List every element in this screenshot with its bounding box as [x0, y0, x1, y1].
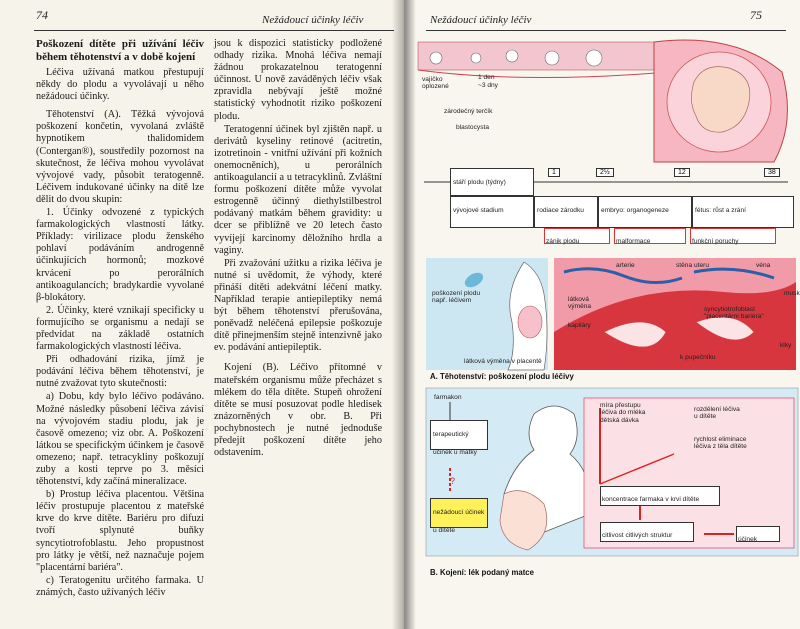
label-therapeutic: terapeutický účinek u matky — [433, 431, 477, 456]
label-elimination: rychlost eliminace léčiva z těla dítěte — [694, 436, 747, 451]
paragraph: Kojení (B). Léčivo přítomné v mateřském … — [214, 362, 382, 459]
paragraph: Při zvažování užitku a rizika léčiva je … — [214, 257, 382, 354]
artery-vessel — [563, 267, 683, 284]
label-syncytio: syncytiotrofoblast "placentární bariéra" — [704, 306, 764, 321]
figure-b-caption: B. Kojení: lék podaný matce — [430, 568, 534, 577]
running-head-left: Nežádoucí účinky léčiv — [262, 14, 364, 26]
oocyte-shape — [429, 51, 443, 65]
paragraph: Těhotenství (A). Těžká vývojová poškozen… — [36, 109, 204, 205]
label-sensitivity: citlivost citlivých struktur — [602, 532, 673, 539]
cell-shape — [505, 49, 519, 63]
label-dysfunction: funkční poruchy — [692, 238, 739, 245]
label-distribution: rozdělení léčiva u dítěte — [694, 406, 740, 421]
page-number-right: 75 — [750, 8, 762, 22]
cell-fetus: fétus: růst a zrání — [692, 196, 794, 228]
figure-a-caption: A. Těhotenství: poškození plodu léčivy — [430, 372, 574, 381]
paragraph: 1. Účinky odvozené z typických farmakolo… — [36, 207, 204, 303]
placenta-tissue — [554, 282, 796, 370]
outcome-dysfunction: funkční poruchy — [690, 228, 776, 245]
label-uterus-wall: stěna uteru — [676, 262, 709, 269]
paragraph: 2. Účinky, které vznikají specificky u f… — [36, 304, 204, 353]
header-rule-right — [426, 30, 786, 31]
text-column-1: Poškození dítěte při užívání léčiv během… — [36, 38, 204, 624]
running-head-right: Nežádoucí účinky léčiv — [430, 14, 532, 26]
question-mark: ? — [450, 476, 456, 486]
row-age: stáří plodu (týdny) — [450, 168, 534, 196]
label-blastocyst: blastocysta — [456, 124, 489, 131]
label-loss: zánik plodu — [546, 238, 580, 245]
label-adverse: nežádoucí účinek u dítěte — [433, 509, 485, 534]
section-heading: Poškození dítěte při užívání léčiv během… — [36, 38, 204, 63]
label-age: stáří plodu (týdny) — [453, 179, 506, 186]
week-marker: 12 — [674, 168, 690, 177]
box-effect: účinek — [736, 526, 780, 543]
label-embryo-early: rodiace zárodku — [537, 207, 584, 214]
label-artery: arterie — [616, 262, 635, 269]
paragraph: Teratogenní účinek byl zjištěn např. u d… — [214, 123, 382, 256]
label-oocyte: vajíčko oplozené — [422, 76, 449, 91]
label-concentration: koncentrace farmaka v krvi dítěte — [602, 496, 700, 503]
figure-a-illustration — [417, 39, 796, 371]
label-capillary: kapiláry — [568, 322, 591, 329]
left-page: 74 Nežádoucí účinky léčiv Poškození dítě… — [0, 0, 404, 629]
book-gutter — [392, 0, 416, 629]
paragraph: jsou k dispozici statisticky podložené o… — [214, 38, 382, 122]
week-marker: 2½ — [596, 168, 614, 177]
paragraph: a) Dobu, kdy bylo léčivo podáváno. Možné… — [36, 391, 204, 488]
label-embryo: embryo: organogeneze — [601, 207, 669, 214]
label-germ-disc: zárodečný terčík — [444, 108, 493, 115]
label-fetus: fétus: růst a zrání — [695, 207, 746, 214]
box-therapeutic: terapeutický účinek u matky — [430, 420, 488, 456]
text-column-2: jsou k dispozici statisticky podložené o… — [214, 38, 382, 624]
label-drug: farmakon — [434, 394, 462, 401]
paragraph: c) Teratogenitu určitého farmaka. U znám… — [36, 574, 204, 598]
capsule-icon — [464, 272, 484, 288]
label-cord: k pupečníku — [680, 354, 716, 361]
cell-embryo-early: rodiace zárodku — [534, 196, 598, 228]
blastocyst-shape — [585, 49, 603, 67]
row-stage: vývojové stadium — [450, 196, 534, 228]
arrow-elimination — [599, 453, 675, 485]
womb-figure — [517, 305, 543, 339]
cell-shape — [470, 52, 482, 64]
paragraph: b) Prostup léčiva placentou. Většina léč… — [36, 489, 204, 573]
label-malformation: malformace — [616, 238, 651, 245]
header-rule-left — [34, 30, 394, 31]
box-adverse: nežádoucí účinek u dítěte — [430, 498, 488, 534]
tube-wall — [417, 69, 669, 79]
vein-vessel — [693, 267, 775, 280]
week-marker: 38 — [764, 168, 780, 177]
box-concentration: koncentrace farmaka v krvi dítěte — [600, 486, 720, 506]
label-vein: véna — [756, 262, 771, 269]
label-exchange-placenta: látková výměna v placentě — [464, 358, 542, 365]
label-stage: vývojové stadium — [453, 207, 504, 214]
fetus-shape — [691, 66, 751, 133]
outcome-loss: zánik plodu — [544, 228, 610, 245]
cell-embryo: embryo: organogeneze — [598, 196, 692, 228]
label-day1: 1 den — [478, 74, 495, 81]
box-sensitivity: citlivost citlivých struktur — [600, 522, 694, 542]
paragraph: Při odhadování rizika, jímž je podávání … — [36, 354, 204, 390]
label-damage: poškození plodu např. léčivem — [432, 290, 481, 305]
week-marker: 1 — [548, 168, 560, 177]
outcome-malformation: malformace — [614, 228, 686, 245]
label-day3: ~3 dny — [478, 82, 498, 89]
infant-figure — [499, 490, 548, 551]
villus-shape — [695, 316, 755, 341]
label-effect: účinek — [738, 536, 758, 543]
label-milk-transfer: míra přestupu léčiva do mléka dětská dáv… — [600, 402, 646, 424]
label-exchange: látková výměna — [568, 296, 592, 311]
villus-shape — [603, 321, 667, 348]
tube-band — [417, 41, 669, 71]
page-number-left: 74 — [36, 8, 48, 22]
label-vili: klky — [780, 342, 792, 349]
right-page: Nežádoucí účinky léčiv 75 — [404, 0, 800, 629]
paragraph: Léčiva užívaná matkou přestupují někdy d… — [36, 67, 204, 103]
label-muscle: muska — [784, 290, 800, 297]
morula-shape — [544, 50, 560, 66]
